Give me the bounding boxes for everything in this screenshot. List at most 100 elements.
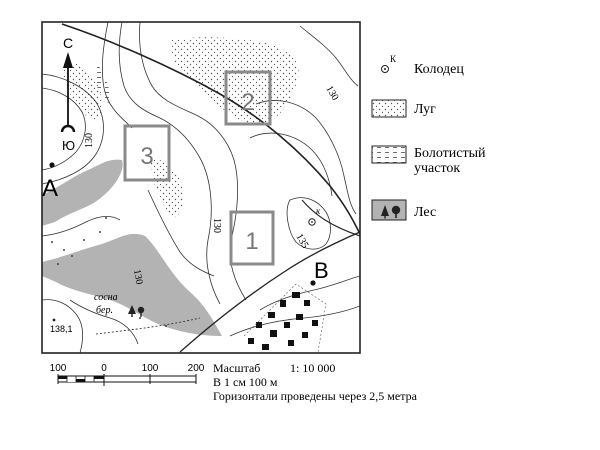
building <box>262 344 269 350</box>
contour-line <box>147 189 215 277</box>
legend-forest-label: Лес <box>414 205 436 220</box>
building <box>270 330 277 337</box>
legend-well-letter: К <box>390 54 397 64</box>
scale-bar: 100 0 100 200 <box>50 363 205 386</box>
building <box>288 340 294 346</box>
legend-well-label: Колодец <box>414 62 464 77</box>
building <box>292 292 300 298</box>
shrub-dot <box>63 249 65 251</box>
legend-swamp: Болотистый участок <box>371 145 486 176</box>
contour-lines <box>42 22 360 353</box>
shrub-dot <box>139 317 141 319</box>
forest-label-pine: сосна <box>94 292 118 303</box>
point-b-label: В <box>314 258 329 283</box>
north-label: С <box>63 35 73 51</box>
contour-label-130-left: 130 <box>84 133 95 148</box>
building <box>302 332 308 338</box>
legend-well: К Колодец <box>381 54 464 77</box>
roads <box>61 23 360 353</box>
shrub-dots <box>51 217 167 327</box>
forest-areas <box>42 159 222 336</box>
contour-interval-note: Горизонтали проведены через 2,5 метра <box>213 389 418 403</box>
square-3-label: 3 <box>140 143 153 170</box>
north-arrow: С Ю <box>60 35 76 153</box>
square-2: 2 <box>224 70 272 126</box>
scale-per-cm: В 1 см 100 м <box>213 375 278 389</box>
shrub-dot <box>99 231 101 233</box>
tree-icon <box>128 305 145 317</box>
contour-line <box>229 305 360 337</box>
south-label: Ю <box>62 138 75 153</box>
square-1: 1 <box>229 210 275 266</box>
point-b-dot <box>310 280 316 286</box>
shrub-dot <box>57 263 59 265</box>
point-a-label: А <box>42 175 58 202</box>
shrub-dot <box>71 255 73 257</box>
legend-swamp-label-2: участок <box>414 161 460 176</box>
legend: К Колодец Луг Болотистый участок Лес <box>371 54 486 221</box>
contour-line <box>118 22 221 305</box>
building <box>268 312 275 318</box>
shrub-dot <box>83 239 85 241</box>
contour-label-130-mid: 130 <box>211 218 222 233</box>
scale-text: Масштаб 1: 10 000 В 1 см 100 м Горизонта… <box>213 361 418 403</box>
meadow-area-west <box>62 62 102 121</box>
dotted-path <box>95 317 201 335</box>
meadow-area-north <box>172 37 299 125</box>
shrub-dot <box>165 325 167 327</box>
height-mark-label: 138,1 <box>50 324 73 334</box>
building <box>280 300 286 307</box>
road-branch <box>301 199 360 237</box>
contour-line <box>286 197 331 250</box>
meadow-areas <box>62 37 299 218</box>
road-to-b <box>179 231 360 353</box>
building <box>284 322 290 328</box>
scale-tick-label: 100 <box>142 363 159 374</box>
legend-swamp-label-1: Болотистый <box>414 146 486 161</box>
map-frame <box>41 21 361 354</box>
square-3: 3 <box>123 124 171 182</box>
building <box>256 322 262 328</box>
well-dot <box>311 221 313 223</box>
scale-tick-label: 200 <box>188 363 205 374</box>
contour-label-130-low: 130 <box>131 269 144 286</box>
scale-tick-label: 100 <box>50 363 67 374</box>
contour-line <box>42 87 86 171</box>
village-buildings <box>248 292 318 350</box>
contour-line <box>69 299 139 345</box>
map-area: к 130 130 130 130 135 сосна бер. 138,1 <box>42 22 360 353</box>
shrub-dot <box>105 217 107 219</box>
scale-tick-label: 0 <box>101 363 107 374</box>
forest-area-lower <box>42 233 222 336</box>
legend-meadow-label: Луг <box>414 102 436 117</box>
village-fence <box>243 283 327 353</box>
contour-line <box>255 100 357 215</box>
main-road <box>61 23 360 235</box>
building <box>304 300 310 306</box>
forest-label-birch: бер. <box>96 305 113 316</box>
well-marker: к <box>308 206 321 226</box>
contour-line <box>42 73 104 185</box>
building <box>248 338 254 344</box>
building <box>312 320 318 326</box>
contour-line <box>42 299 84 353</box>
height-point <box>52 318 56 322</box>
well-letter: к <box>316 206 321 216</box>
contour-line <box>42 216 121 237</box>
square-2-label: 2 <box>241 89 254 116</box>
contour-line <box>249 132 333 197</box>
legend-forest: Лес <box>371 199 436 221</box>
forest-area-upper <box>42 159 123 226</box>
scale-ratio: 1: 10 000 <box>290 361 335 375</box>
meadow-area-strip <box>150 159 184 218</box>
shrub-dot <box>51 241 53 243</box>
legend-meadow: Луг <box>371 99 436 118</box>
scale-title: Масштаб <box>213 361 260 375</box>
building <box>296 314 303 320</box>
point-a-dot <box>49 162 55 168</box>
contour-line <box>299 25 359 87</box>
square-1-label: 1 <box>245 228 258 255</box>
swamp-area <box>94 62 112 104</box>
contour-line <box>259 275 360 311</box>
